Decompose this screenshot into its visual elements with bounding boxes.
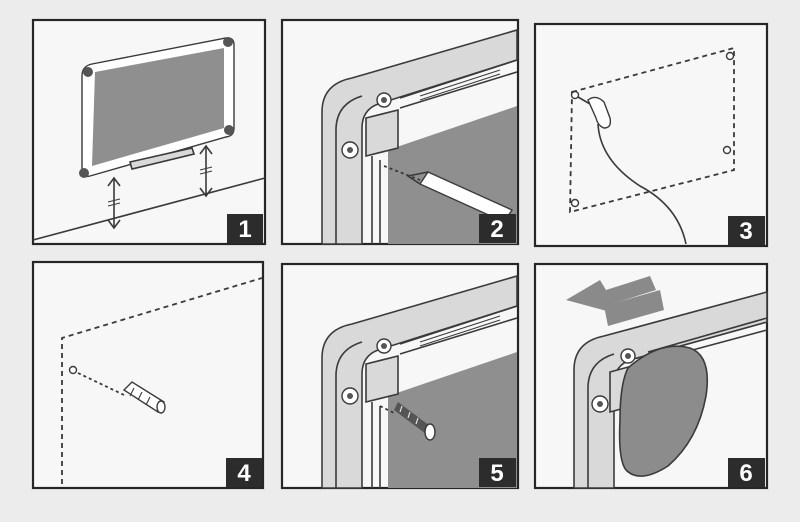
drill-hole bbox=[68, 365, 78, 375]
screw-icon bbox=[394, 402, 436, 441]
marked-outline bbox=[569, 46, 735, 214]
whiteboard-illustration bbox=[79, 37, 235, 178]
drill-mark bbox=[722, 145, 732, 155]
step-5-panel: 5 bbox=[280, 262, 520, 490]
frame-corner-illustration bbox=[321, 274, 518, 489]
step-badge bbox=[226, 458, 262, 487]
floor-line bbox=[32, 177, 266, 241]
step-number: 3 bbox=[739, 218, 752, 245]
height-arrow-right bbox=[199, 144, 213, 198]
drill-mark bbox=[570, 90, 580, 100]
step-badge bbox=[479, 458, 516, 487]
step-6-panel: 6 bbox=[533, 262, 769, 490]
drill-mark bbox=[570, 198, 580, 208]
step-badge bbox=[728, 458, 765, 487]
panel-frame bbox=[533, 22, 769, 248]
panel-frame bbox=[31, 260, 265, 490]
step-badge bbox=[728, 216, 765, 245]
drill-icon bbox=[577, 96, 687, 245]
step-4-panel: 4 bbox=[31, 260, 265, 490]
step-3-panel: 3 bbox=[533, 22, 769, 248]
height-arrow-left bbox=[107, 176, 121, 230]
marked-outline bbox=[61, 277, 263, 484]
step-number: 5 bbox=[490, 460, 503, 487]
step-number: 2 bbox=[490, 216, 503, 243]
pencil-icon bbox=[405, 171, 514, 223]
step-number: 1 bbox=[238, 216, 251, 243]
step-number: 4 bbox=[237, 460, 251, 487]
step-1-panel: 1 bbox=[31, 18, 267, 246]
direction-arrow-icon bbox=[566, 276, 664, 326]
step-badge bbox=[479, 214, 516, 243]
drill-mark bbox=[725, 51, 735, 61]
protective-film-icon bbox=[618, 345, 709, 477]
step-badge bbox=[227, 214, 263, 243]
step-2-panel: 2 bbox=[280, 18, 520, 246]
step-number: 6 bbox=[739, 460, 752, 487]
wall-plug-icon bbox=[122, 381, 166, 414]
